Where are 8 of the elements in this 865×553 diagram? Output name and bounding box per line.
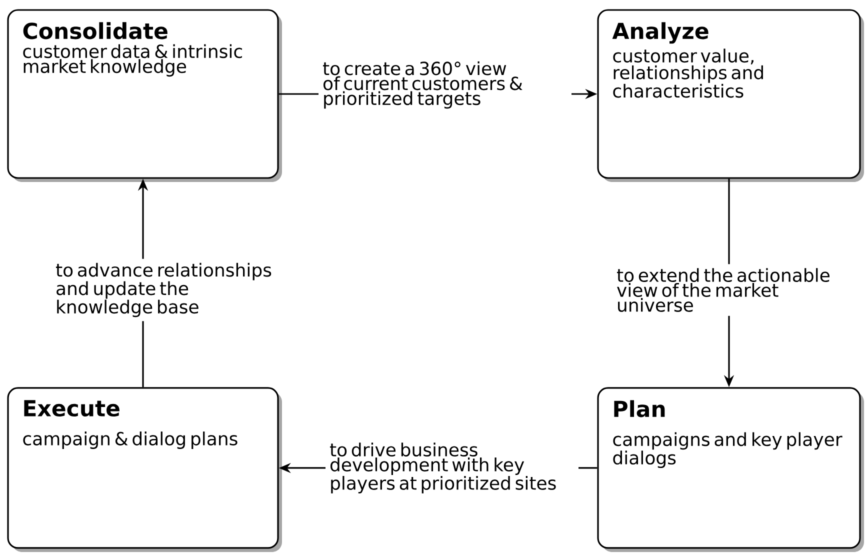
process-box: Analyze customer value, relationships and characteristics <box>597 9 864 182</box>
process-box: Consolidate customer data & intrinsic market knowledge <box>7 9 282 182</box>
edge-label: to create a 360° view of current customers & prioritized targets <box>318 57 572 113</box>
edge-label: to drive business development with key players at prioritized sites <box>326 438 578 498</box>
edge-label: to extend the actionable view of the market universe <box>612 264 836 316</box>
process-box: Plan campaigns and key player dialogs <box>597 387 864 552</box>
process-box: Execute campaign & dialog plans <box>7 387 282 552</box>
edge-label: to advance relationships and update the knowledge base <box>52 258 284 322</box>
